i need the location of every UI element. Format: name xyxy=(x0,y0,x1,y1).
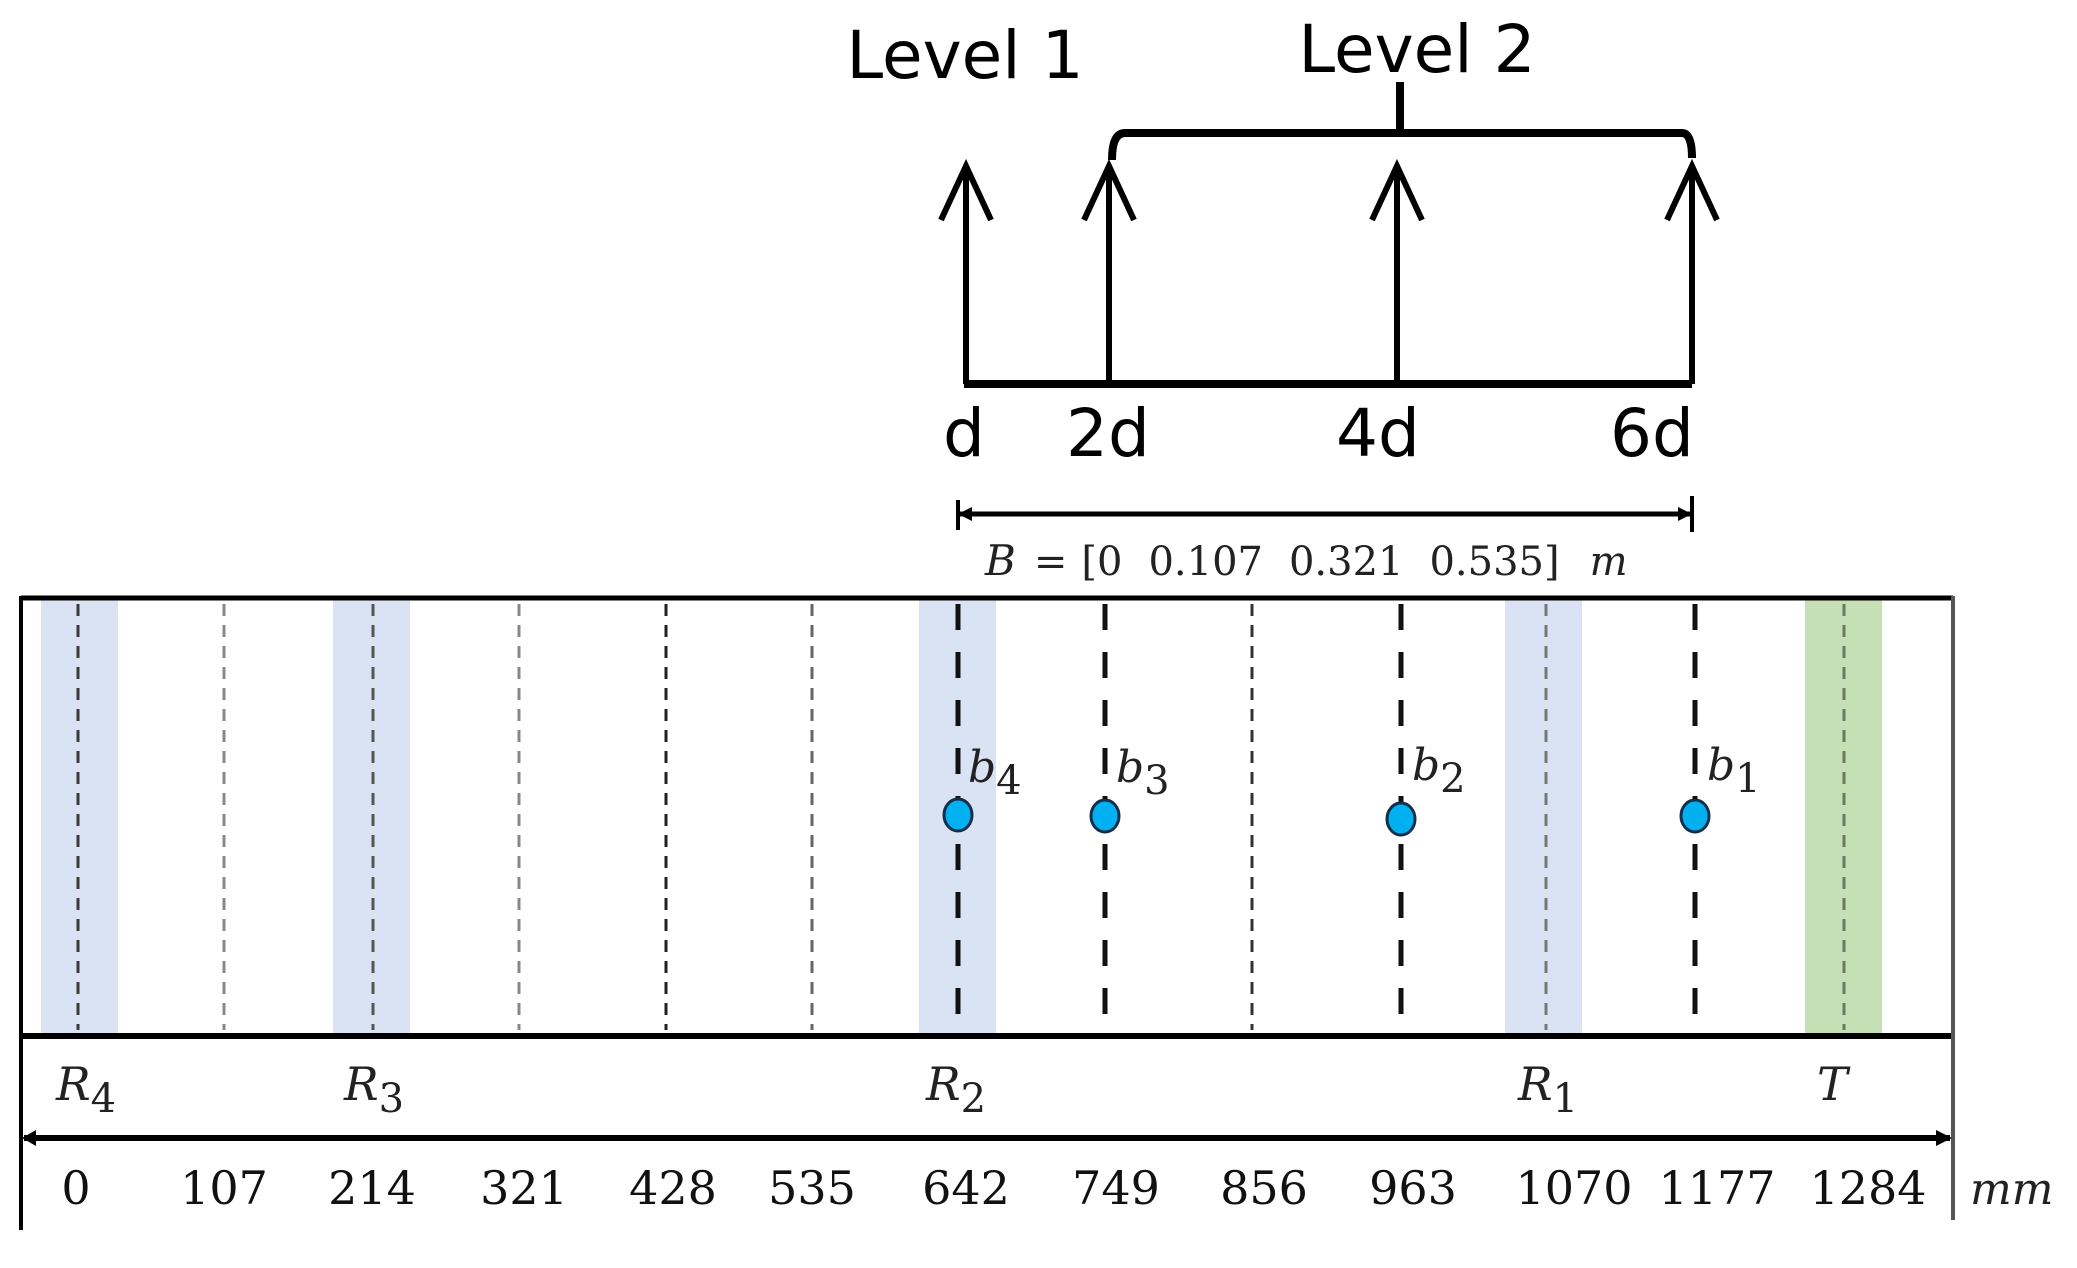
tick-856: 856 xyxy=(1220,1161,1308,1215)
band-label-t: T xyxy=(1817,1057,1851,1111)
axis-tick-labels: 0 107 214 321 428 535 642 749 856 963 10… xyxy=(61,1161,1926,1215)
tick-642: 642 xyxy=(922,1161,1010,1215)
arrow-up-icon xyxy=(1664,158,1720,384)
band-labels: R4 R3 R2 R1 T xyxy=(55,1057,1851,1122)
point-label-b3: b3 xyxy=(1116,742,1170,804)
element-points: b4 b3 b2 b1 xyxy=(942,740,1761,837)
arrow-up-icon xyxy=(938,158,994,384)
level-2-brace xyxy=(1108,82,1696,161)
tick-535: 535 xyxy=(768,1161,856,1215)
level-hierarchy: Level 1 Level 2 d 2d 4d 6d xyxy=(846,11,1720,472)
point-label-b4: b4 xyxy=(968,742,1022,804)
band-label-r4: R4 xyxy=(55,1057,116,1122)
tick-214: 214 xyxy=(328,1161,416,1215)
layout-box: b4 b3 b2 b1 xyxy=(19,595,1955,1230)
tick-1070: 1070 xyxy=(1515,1161,1632,1215)
point-label-b2: b2 xyxy=(1412,740,1466,802)
band-r1 xyxy=(1505,600,1582,1036)
tick-428: 428 xyxy=(629,1161,717,1215)
arrow-up-icon xyxy=(1081,158,1137,384)
spacing-label-d: d xyxy=(943,395,985,472)
spacing-label-4d: 4d xyxy=(1336,395,1420,472)
tick-321: 321 xyxy=(480,1161,568,1215)
element-lines xyxy=(955,604,1698,1030)
axis-unit-label: mm xyxy=(1970,1164,2053,1215)
point-label-b1: b1 xyxy=(1707,740,1761,802)
tick-749: 749 xyxy=(1072,1161,1160,1215)
arrow-up-icon xyxy=(1369,158,1425,384)
tick-0: 0 xyxy=(61,1161,90,1215)
baseline-vector-dimension: B = [0 0.107 0.321 0.535] m xyxy=(956,496,1694,585)
grid-lines xyxy=(76,604,1846,1030)
point-b4 xyxy=(942,797,974,833)
spacing-label-2d: 2d xyxy=(1066,395,1150,472)
tick-1284: 1284 xyxy=(1809,1161,1926,1215)
spacing-label-6d: 6d xyxy=(1610,395,1694,472)
point-b3 xyxy=(1089,798,1121,834)
level-1-label: Level 1 xyxy=(846,17,1083,94)
band-label-r1: R1 xyxy=(1517,1057,1578,1122)
point-b1 xyxy=(1679,798,1711,834)
tick-1177: 1177 xyxy=(1658,1161,1775,1215)
tick-107: 107 xyxy=(180,1161,268,1215)
distance-axis: 0 107 214 321 428 535 642 749 856 963 10… xyxy=(22,1130,2053,1215)
point-b2 xyxy=(1385,801,1417,837)
band-label-r2: R2 xyxy=(925,1057,986,1122)
band-label-r3: R3 xyxy=(343,1057,404,1122)
baseline-vector-label: B = [0 0.107 0.321 0.535] m xyxy=(984,536,1628,585)
level-2-label: Level 2 xyxy=(1298,11,1535,88)
tick-963: 963 xyxy=(1369,1161,1457,1215)
